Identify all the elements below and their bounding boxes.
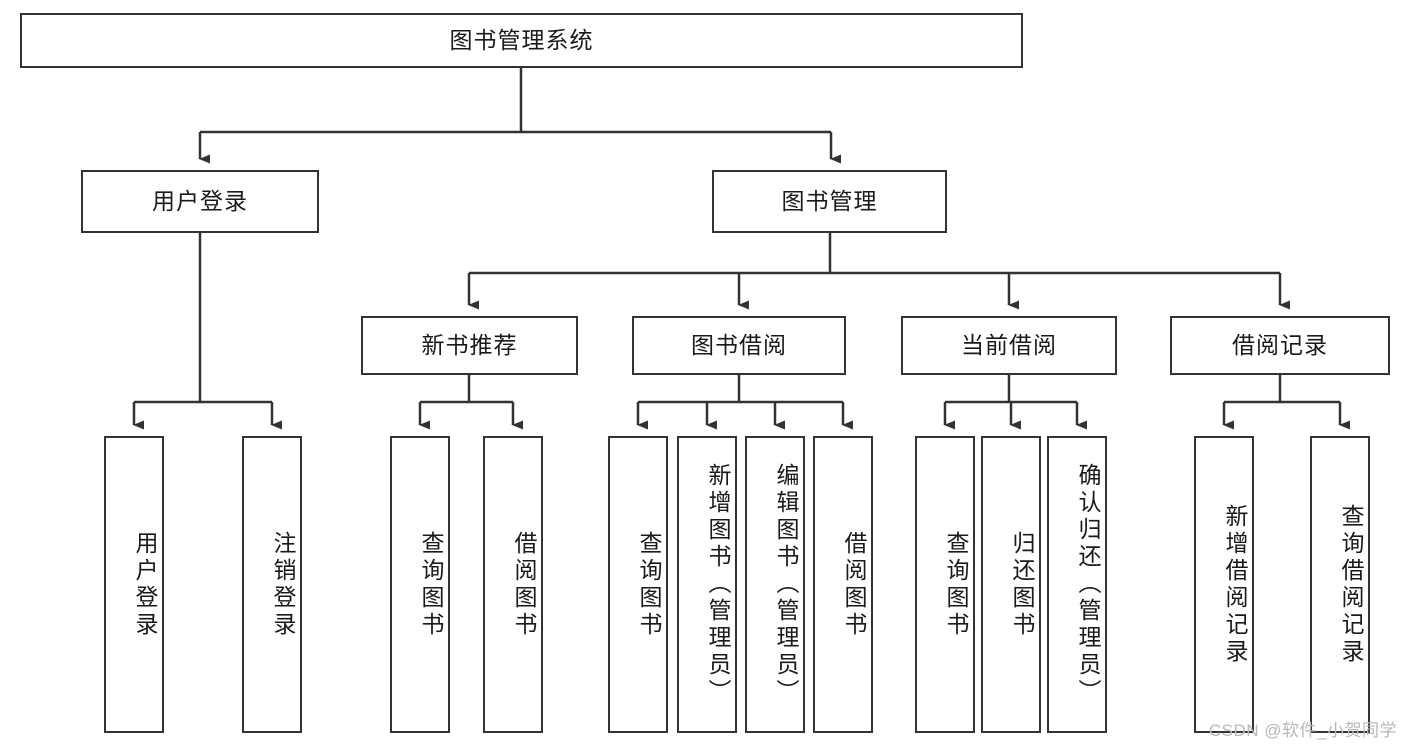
node-leaf-borrow-book-1[interactable]: 借阅图书 xyxy=(483,436,543,733)
node-book-borrow-label: 图书借阅 xyxy=(691,331,787,358)
node-root[interactable]: 图书管理系统 xyxy=(20,13,1023,68)
node-leaf-return-book[interactable]: 归还图书 xyxy=(981,436,1041,733)
node-borrow-record-label: 借阅记录 xyxy=(1232,331,1328,358)
node-leaf-logout[interactable]: 注销登录 xyxy=(242,436,302,733)
node-leaf-query-book-2-label: 查询图书 xyxy=(636,530,662,639)
node-borrow-record[interactable]: 借阅记录 xyxy=(1170,316,1390,375)
node-book-management-label: 图书管理 xyxy=(781,187,878,214)
node-leaf-query-book-3[interactable]: 查询图书 xyxy=(915,436,975,733)
node-leaf-borrow-book-1-label: 借阅图书 xyxy=(511,530,537,639)
node-leaf-edit-book[interactable]: 编辑图书（管理员） xyxy=(745,436,805,733)
node-leaf-query-book-1-label: 查询图书 xyxy=(418,530,444,639)
node-root-label: 图书管理系统 xyxy=(449,26,594,53)
node-leaf-add-book[interactable]: 新增图书（管理员） xyxy=(677,436,737,733)
node-leaf-confirm-return[interactable]: 确认归还（管理员） xyxy=(1047,436,1107,733)
node-leaf-confirm-return-label: 确认归还（管理员） xyxy=(1075,463,1101,706)
node-new-book-recommend-label: 新书推荐 xyxy=(421,331,518,358)
node-new-book-recommend[interactable]: 新书推荐 xyxy=(361,316,578,375)
node-leaf-user-login-label: 用户登录 xyxy=(132,530,158,639)
csdn-watermark: CSDN @软件_小贺同学 xyxy=(1208,721,1397,740)
node-current-borrow-label: 当前借阅 xyxy=(961,331,1057,358)
node-leaf-edit-book-label: 编辑图书（管理员） xyxy=(773,463,799,706)
node-leaf-borrow-book-2-label: 借阅图书 xyxy=(841,530,867,639)
node-leaf-query-record-label: 查询借阅记录 xyxy=(1338,503,1364,666)
node-book-management[interactable]: 图书管理 xyxy=(712,170,947,233)
node-book-borrow[interactable]: 图书借阅 xyxy=(632,316,846,375)
node-leaf-return-book-label: 归还图书 xyxy=(1009,530,1035,639)
node-leaf-logout-label: 注销登录 xyxy=(270,530,296,639)
node-leaf-add-book-label: 新增图书（管理员） xyxy=(705,463,731,706)
node-user-login[interactable]: 用户登录 xyxy=(81,170,319,233)
node-current-borrow[interactable]: 当前借阅 xyxy=(901,316,1117,375)
node-leaf-query-book-2[interactable]: 查询图书 xyxy=(608,436,668,733)
node-user-login-label: 用户登录 xyxy=(152,187,248,214)
node-leaf-add-record-label: 新增借阅记录 xyxy=(1222,503,1248,666)
node-leaf-user-login[interactable]: 用户登录 xyxy=(104,436,164,733)
node-leaf-query-book-3-label: 查询图书 xyxy=(943,530,969,639)
node-leaf-query-book-1[interactable]: 查询图书 xyxy=(390,436,450,733)
node-leaf-add-record[interactable]: 新增借阅记录 xyxy=(1194,436,1254,733)
node-leaf-borrow-book-2[interactable]: 借阅图书 xyxy=(813,436,873,733)
node-leaf-query-record[interactable]: 查询借阅记录 xyxy=(1310,436,1370,733)
